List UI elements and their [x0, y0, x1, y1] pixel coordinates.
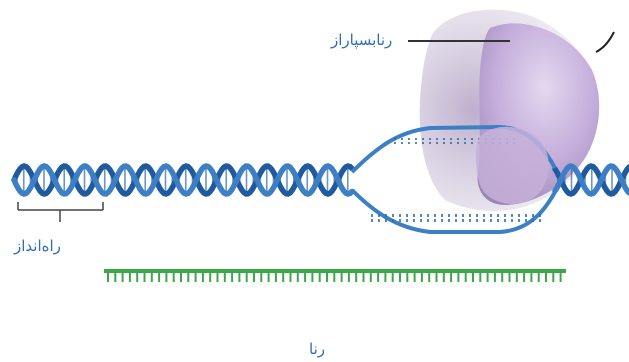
- enzyme-front-lobe: [475, 126, 549, 205]
- dna-strand-back: [11, 163, 355, 197]
- rna-polymerase-enzyme: [419, 9, 600, 212]
- rna-exit-strand: [595, 31, 615, 53]
- promoter-bracket: [17, 202, 104, 222]
- dna-strand-back: [552, 163, 629, 197]
- rna-strand: [104, 269, 566, 282]
- rna-polymerase-label: رنابسپاراز: [331, 31, 393, 49]
- rna-label: رنا: [309, 340, 325, 358]
- dna-double-helix: [11, 124, 629, 234]
- promoter-label: راه‌انداز: [14, 237, 61, 255]
- dna-strand-front: [552, 163, 629, 197]
- dna-strand-front: [11, 163, 355, 197]
- bubble-bottom-strand: [350, 188, 557, 234]
